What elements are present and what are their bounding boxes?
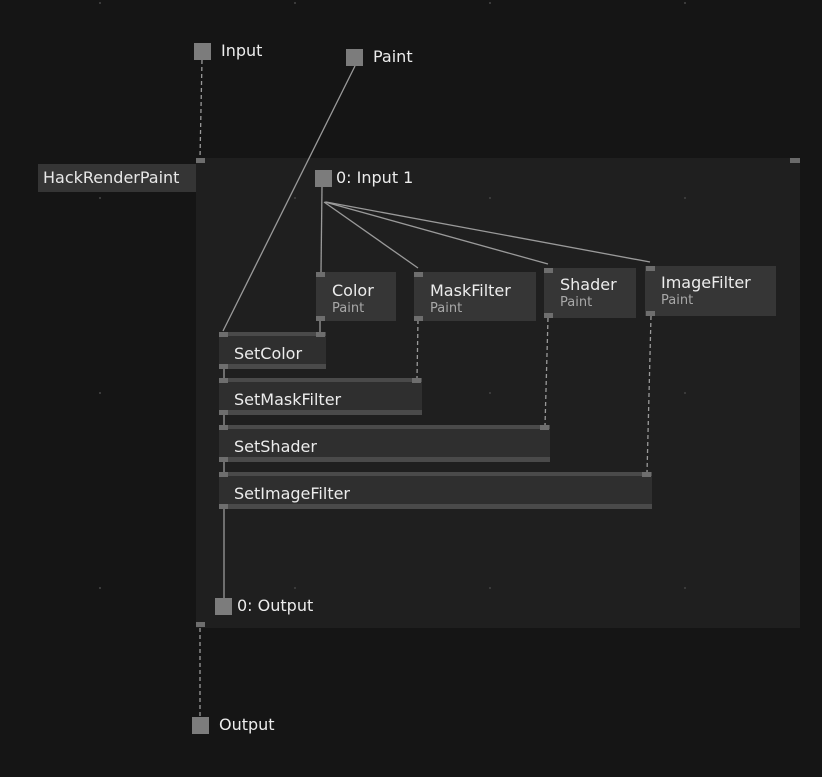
setcolor-node[interactable]: SetColor: [219, 332, 326, 369]
grid-dot: [489, 392, 491, 394]
grid-dot: [489, 2, 491, 4]
setmaskfilter-value-pin[interactable]: [412, 378, 421, 383]
inner-output-label: 0: Output: [237, 596, 314, 615]
maskfilter-node-title: MaskFilter: [430, 281, 511, 300]
imagefilter-node-output-pin[interactable]: [646, 311, 655, 316]
setshader-node-title: SetShader: [234, 437, 317, 456]
setshader-output-pin[interactable]: [219, 457, 228, 462]
region-resize-handle[interactable]: [790, 158, 800, 163]
setshader-node[interactable]: SetShader: [219, 425, 550, 462]
setimagefilter-node[interactable]: SetImageFilter: [219, 472, 652, 509]
grid-dot: [684, 587, 686, 589]
grid-dot: [489, 197, 491, 199]
grid-dot: [294, 197, 296, 199]
maskfilter-node-output-pin[interactable]: [414, 316, 423, 321]
setimagefilter-value-pin[interactable]: [642, 472, 651, 477]
patch-output-pin[interactable]: [196, 622, 205, 627]
patch-input-pin[interactable]: [196, 158, 205, 163]
setshader-value-pin[interactable]: [540, 425, 549, 430]
imagefilter-node-input-pin[interactable]: [646, 266, 655, 271]
color-node-input-pin[interactable]: [316, 272, 325, 277]
setshader-input-pin[interactable]: [219, 425, 228, 430]
setcolor-value-pin[interactable]: [316, 332, 325, 337]
maskfilter-node-subtitle: Paint: [430, 301, 463, 316]
grid-dot: [684, 392, 686, 394]
color-node-subtitle: Paint: [332, 301, 365, 316]
grid-dot: [684, 197, 686, 199]
maskfilter-node[interactable]: MaskFilter Paint: [414, 272, 536, 321]
grid-dot: [99, 2, 101, 4]
shader-node-title: Shader: [560, 275, 617, 294]
output-iobox-label: Output: [219, 715, 275, 734]
patch-title[interactable]: HackRenderPaint: [38, 164, 196, 192]
paint-iobox-label: Paint: [373, 47, 413, 66]
imagefilter-node[interactable]: ImageFilter Paint: [645, 266, 776, 316]
color-node-title: Color: [332, 281, 374, 300]
inner-input-label: 0: Input 1: [336, 168, 414, 187]
setmaskfilter-input-pin[interactable]: [219, 378, 228, 383]
setmaskfilter-node[interactable]: SetMaskFilter: [219, 378, 422, 415]
color-node[interactable]: Color Paint: [316, 272, 396, 321]
inner-input-square[interactable]: [315, 170, 332, 187]
shader-node[interactable]: Shader Paint: [544, 268, 636, 318]
setmaskfilter-node-title: SetMaskFilter: [234, 390, 342, 409]
setimagefilter-node-title: SetImageFilter: [234, 484, 351, 503]
grid-dot: [489, 587, 491, 589]
grid-dot: [294, 2, 296, 4]
setimagefilter-output-pin[interactable]: [219, 504, 228, 509]
grid-dot: [99, 197, 101, 199]
input-iobox-label: Input: [221, 41, 263, 60]
setimagefilter-input-pin[interactable]: [219, 472, 228, 477]
inner-output-square[interactable]: [215, 598, 232, 615]
grid-dot: [684, 2, 686, 4]
paint-iobox-square[interactable]: [346, 49, 363, 66]
shader-node-input-pin[interactable]: [544, 268, 553, 273]
setmaskfilter-output-pin[interactable]: [219, 410, 228, 415]
input-to-patch-wire: [199, 59, 203, 159]
color-node-output-pin[interactable]: [316, 316, 325, 321]
shader-node-output-pin[interactable]: [544, 313, 553, 318]
grid-dot: [99, 587, 101, 589]
setcolor-node-title: SetColor: [234, 344, 303, 363]
output-iobox-square[interactable]: [192, 717, 209, 734]
shader-node-subtitle: Paint: [560, 295, 593, 310]
grid-dot: [294, 587, 296, 589]
grid-dot: [99, 392, 101, 394]
imagefilter-node-subtitle: Paint: [661, 293, 694, 308]
setcolor-input-pin[interactable]: [219, 332, 228, 337]
setcolor-output-pin[interactable]: [219, 364, 228, 369]
imagefilter-node-title: ImageFilter: [661, 273, 751, 292]
input-iobox-square[interactable]: [194, 43, 211, 60]
maskfilter-node-input-pin[interactable]: [414, 272, 423, 277]
